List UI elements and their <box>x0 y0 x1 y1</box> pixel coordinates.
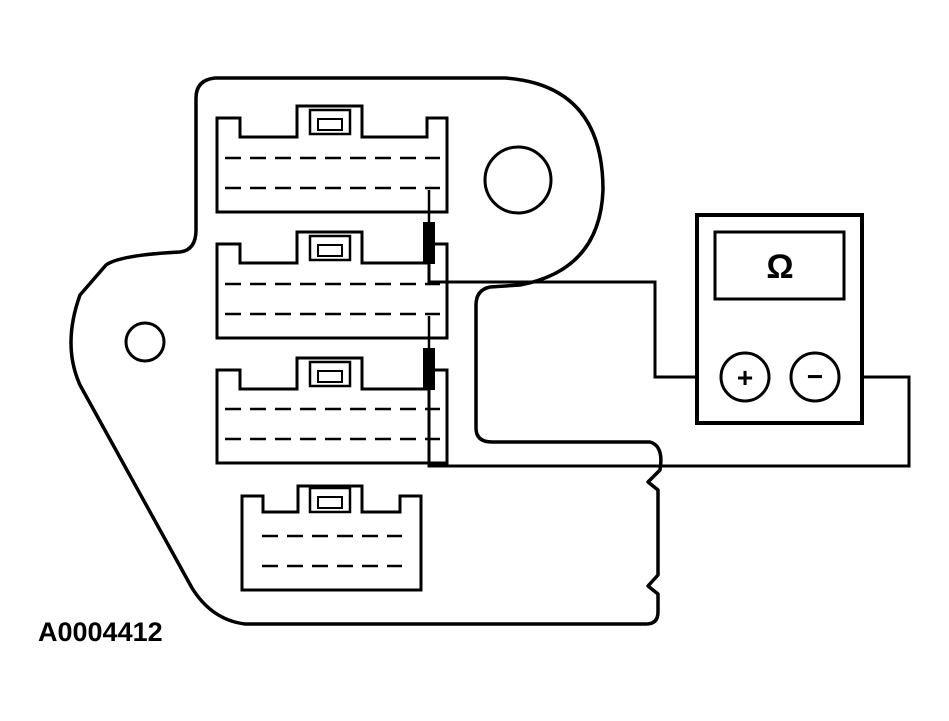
test-probe-2 <box>423 316 435 390</box>
ohmmeter-display <box>713 230 846 301</box>
figure-reference-code: A0004412 <box>38 617 163 647</box>
ohm-symbol: Ω <box>766 248 793 286</box>
negative-terminal <box>789 351 841 403</box>
connector-4 <box>240 484 423 592</box>
positive-terminal <box>719 351 771 403</box>
ohmmeter-body <box>695 213 864 425</box>
module-board-outline <box>69 76 663 626</box>
ohmmeter: Ω + − <box>695 213 864 425</box>
negative-terminal-label: − <box>807 361 823 392</box>
negative-test-lead <box>427 375 911 468</box>
mounting-hole-small <box>124 321 166 363</box>
connector-2 <box>215 230 449 340</box>
connector-3 <box>215 356 449 465</box>
connector-1 <box>215 104 449 214</box>
test-probe-1 <box>423 190 435 264</box>
mounting-hole-large <box>483 145 553 215</box>
positive-terminal-label: + <box>737 362 753 393</box>
positive-test-lead <box>427 264 720 379</box>
